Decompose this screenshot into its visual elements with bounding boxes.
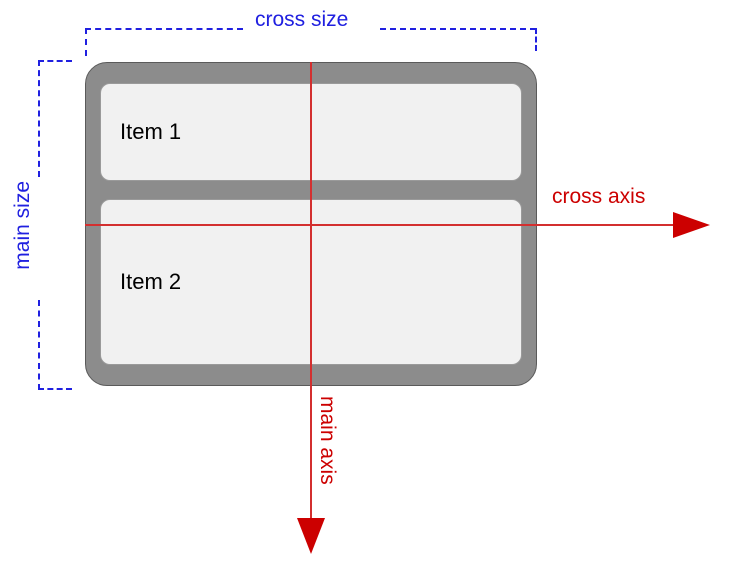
cross-axis-line <box>85 224 677 226</box>
main-size-bracket-tick-top <box>38 60 72 62</box>
main-size-bracket-line-top <box>38 60 40 177</box>
cross-size-bracket-line-right <box>380 28 536 30</box>
cross-axis-label: cross axis <box>552 185 646 208</box>
main-axis-line <box>310 62 312 520</box>
cross-size-label: cross size <box>255 8 349 31</box>
main-size-label: main size <box>11 181 34 270</box>
cross-size-bracket-tick-left <box>85 28 87 56</box>
flex-item-2-label: Item 2 <box>120 269 182 294</box>
main-size-bracket-tick-bottom <box>38 388 72 390</box>
main-size-bracket-line-bottom <box>38 300 40 390</box>
main-axis-label: main axis <box>316 396 339 485</box>
cross-size-bracket-tick-right <box>535 28 537 51</box>
flex-item-1-label: Item 1 <box>120 119 182 144</box>
main-axis-arrow-icon <box>297 518 325 554</box>
cross-axis-arrow-icon <box>673 212 710 238</box>
cross-size-bracket-line-left <box>85 28 243 30</box>
